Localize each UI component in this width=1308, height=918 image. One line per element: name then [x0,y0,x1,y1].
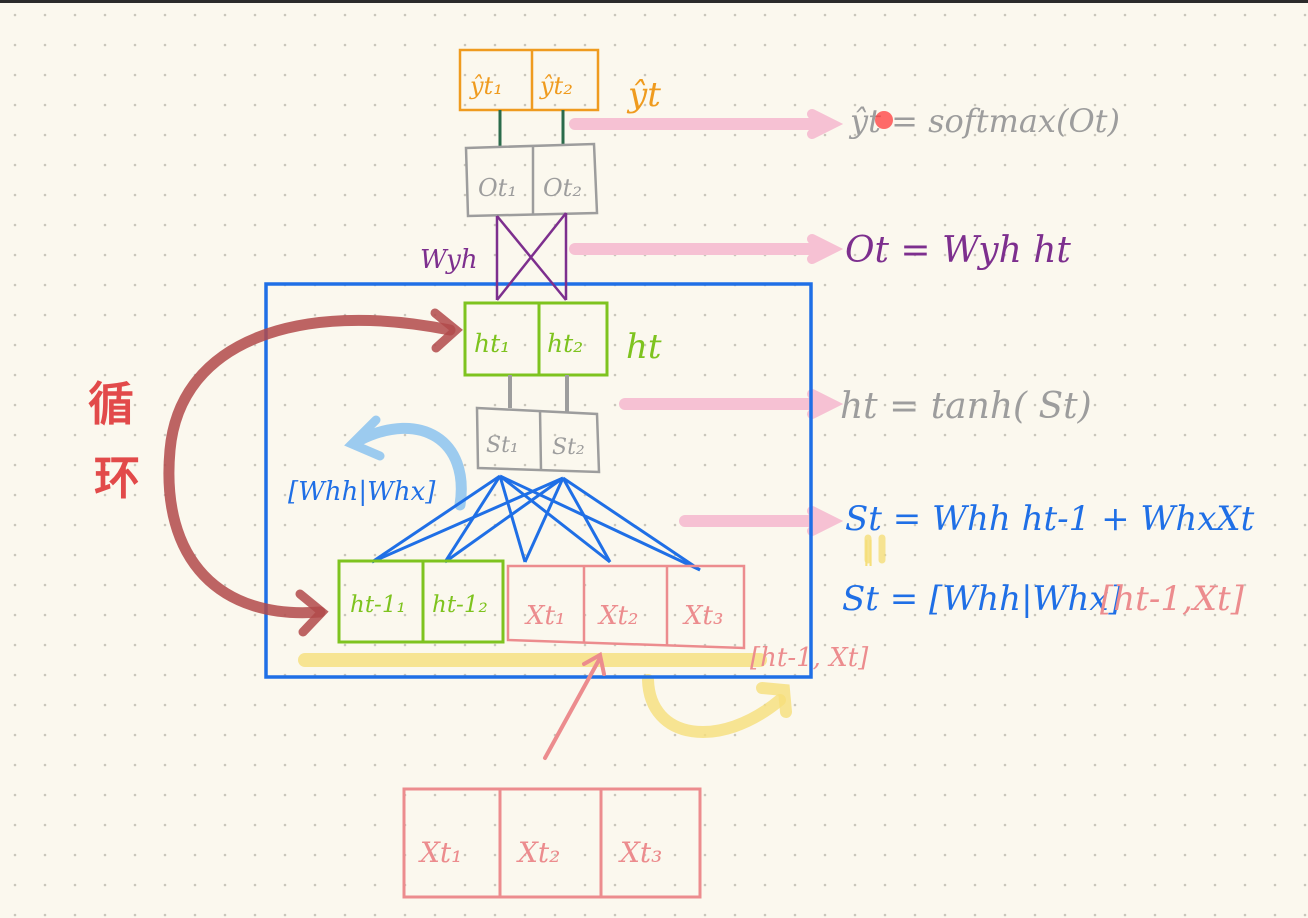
top-border [0,0,1308,3]
concat-h-cell-1: ht-1₁ [350,592,406,618]
o-cell-2: Ot₂ [543,174,582,202]
concat-h-cell-2: ht-1₂ [432,592,488,618]
h-label: ht [626,327,662,367]
concat-x-cells: Xt₁ Xt₂ Xt₃ [506,564,746,650]
loop-arrow [163,308,463,637]
input-layer: Xt₁ Xt₂ Xt₃ [402,787,702,899]
concat-x-cell-2: Xt₂ [597,601,638,631]
wyh-connections [495,212,568,301]
o-cell-1: Ot₁ [478,174,517,202]
formula-st-concat-weights: St = [Whh|Whx] [842,579,1123,619]
recurrent-cell-frame [264,282,813,679]
concat-x-cell-1: Xt₁ [524,601,565,631]
h-cell-2: ht₂ [547,329,583,358]
formula-softmax: ŷt = softmax(Ot) [848,102,1120,140]
loop-label-1: 循 [88,377,134,431]
input-arrow [543,651,606,760]
h-cell-1: ht₁ [474,329,510,358]
concat-x-cell-3: Xt₃ [682,601,723,631]
h-layer: ht₁ ht₂ [463,301,609,377]
s-weight-connections [371,474,701,572]
output-label: ŷt [626,75,661,115]
input-cell-1: Xt₁ [418,836,462,869]
formula-ot: Ot = Wyh ht [845,230,1071,271]
s-weight-label: [Whh|Whx] [288,477,436,507]
wyh-label: Wyh [420,245,478,275]
input-cell-3: Xt₃ [618,836,662,869]
o-layer: Ot₁ Ot₂ [464,142,599,218]
output-cell-1: ŷt₁ [469,72,503,100]
concat-h-cells: ht-1₁ ht-1₂ [337,559,505,644]
output-cell-2: ŷt₂ [539,72,573,100]
weight-hint-arrow [344,415,467,511]
formula-equals-mark: ‖ [862,537,875,567]
concat-highlight [298,534,886,738]
loop-label-2: 环 [94,451,140,505]
s-layer: St₁ St₂ [475,406,601,474]
formula-st-sum: St = Whh ht-1 + WhxXt [845,499,1255,539]
input-cell-2: Xt₂ [516,836,560,869]
concat-label: [ht-1, Xt] [750,643,869,673]
formula-st-concat-inputs: [ht-1,Xt] [1100,579,1245,619]
h-s-connectors [508,375,569,412]
s-cell-1: St₁ [486,433,519,458]
output-layer: ŷt₁ ŷt₂ [458,48,600,112]
formula-arrows [569,109,844,536]
s-cell-2: St₂ [552,435,585,460]
laser-pointer-dot [875,111,893,129]
formula-tanh: ht = tanh( St) [840,386,1092,427]
output-connectors [498,110,565,146]
